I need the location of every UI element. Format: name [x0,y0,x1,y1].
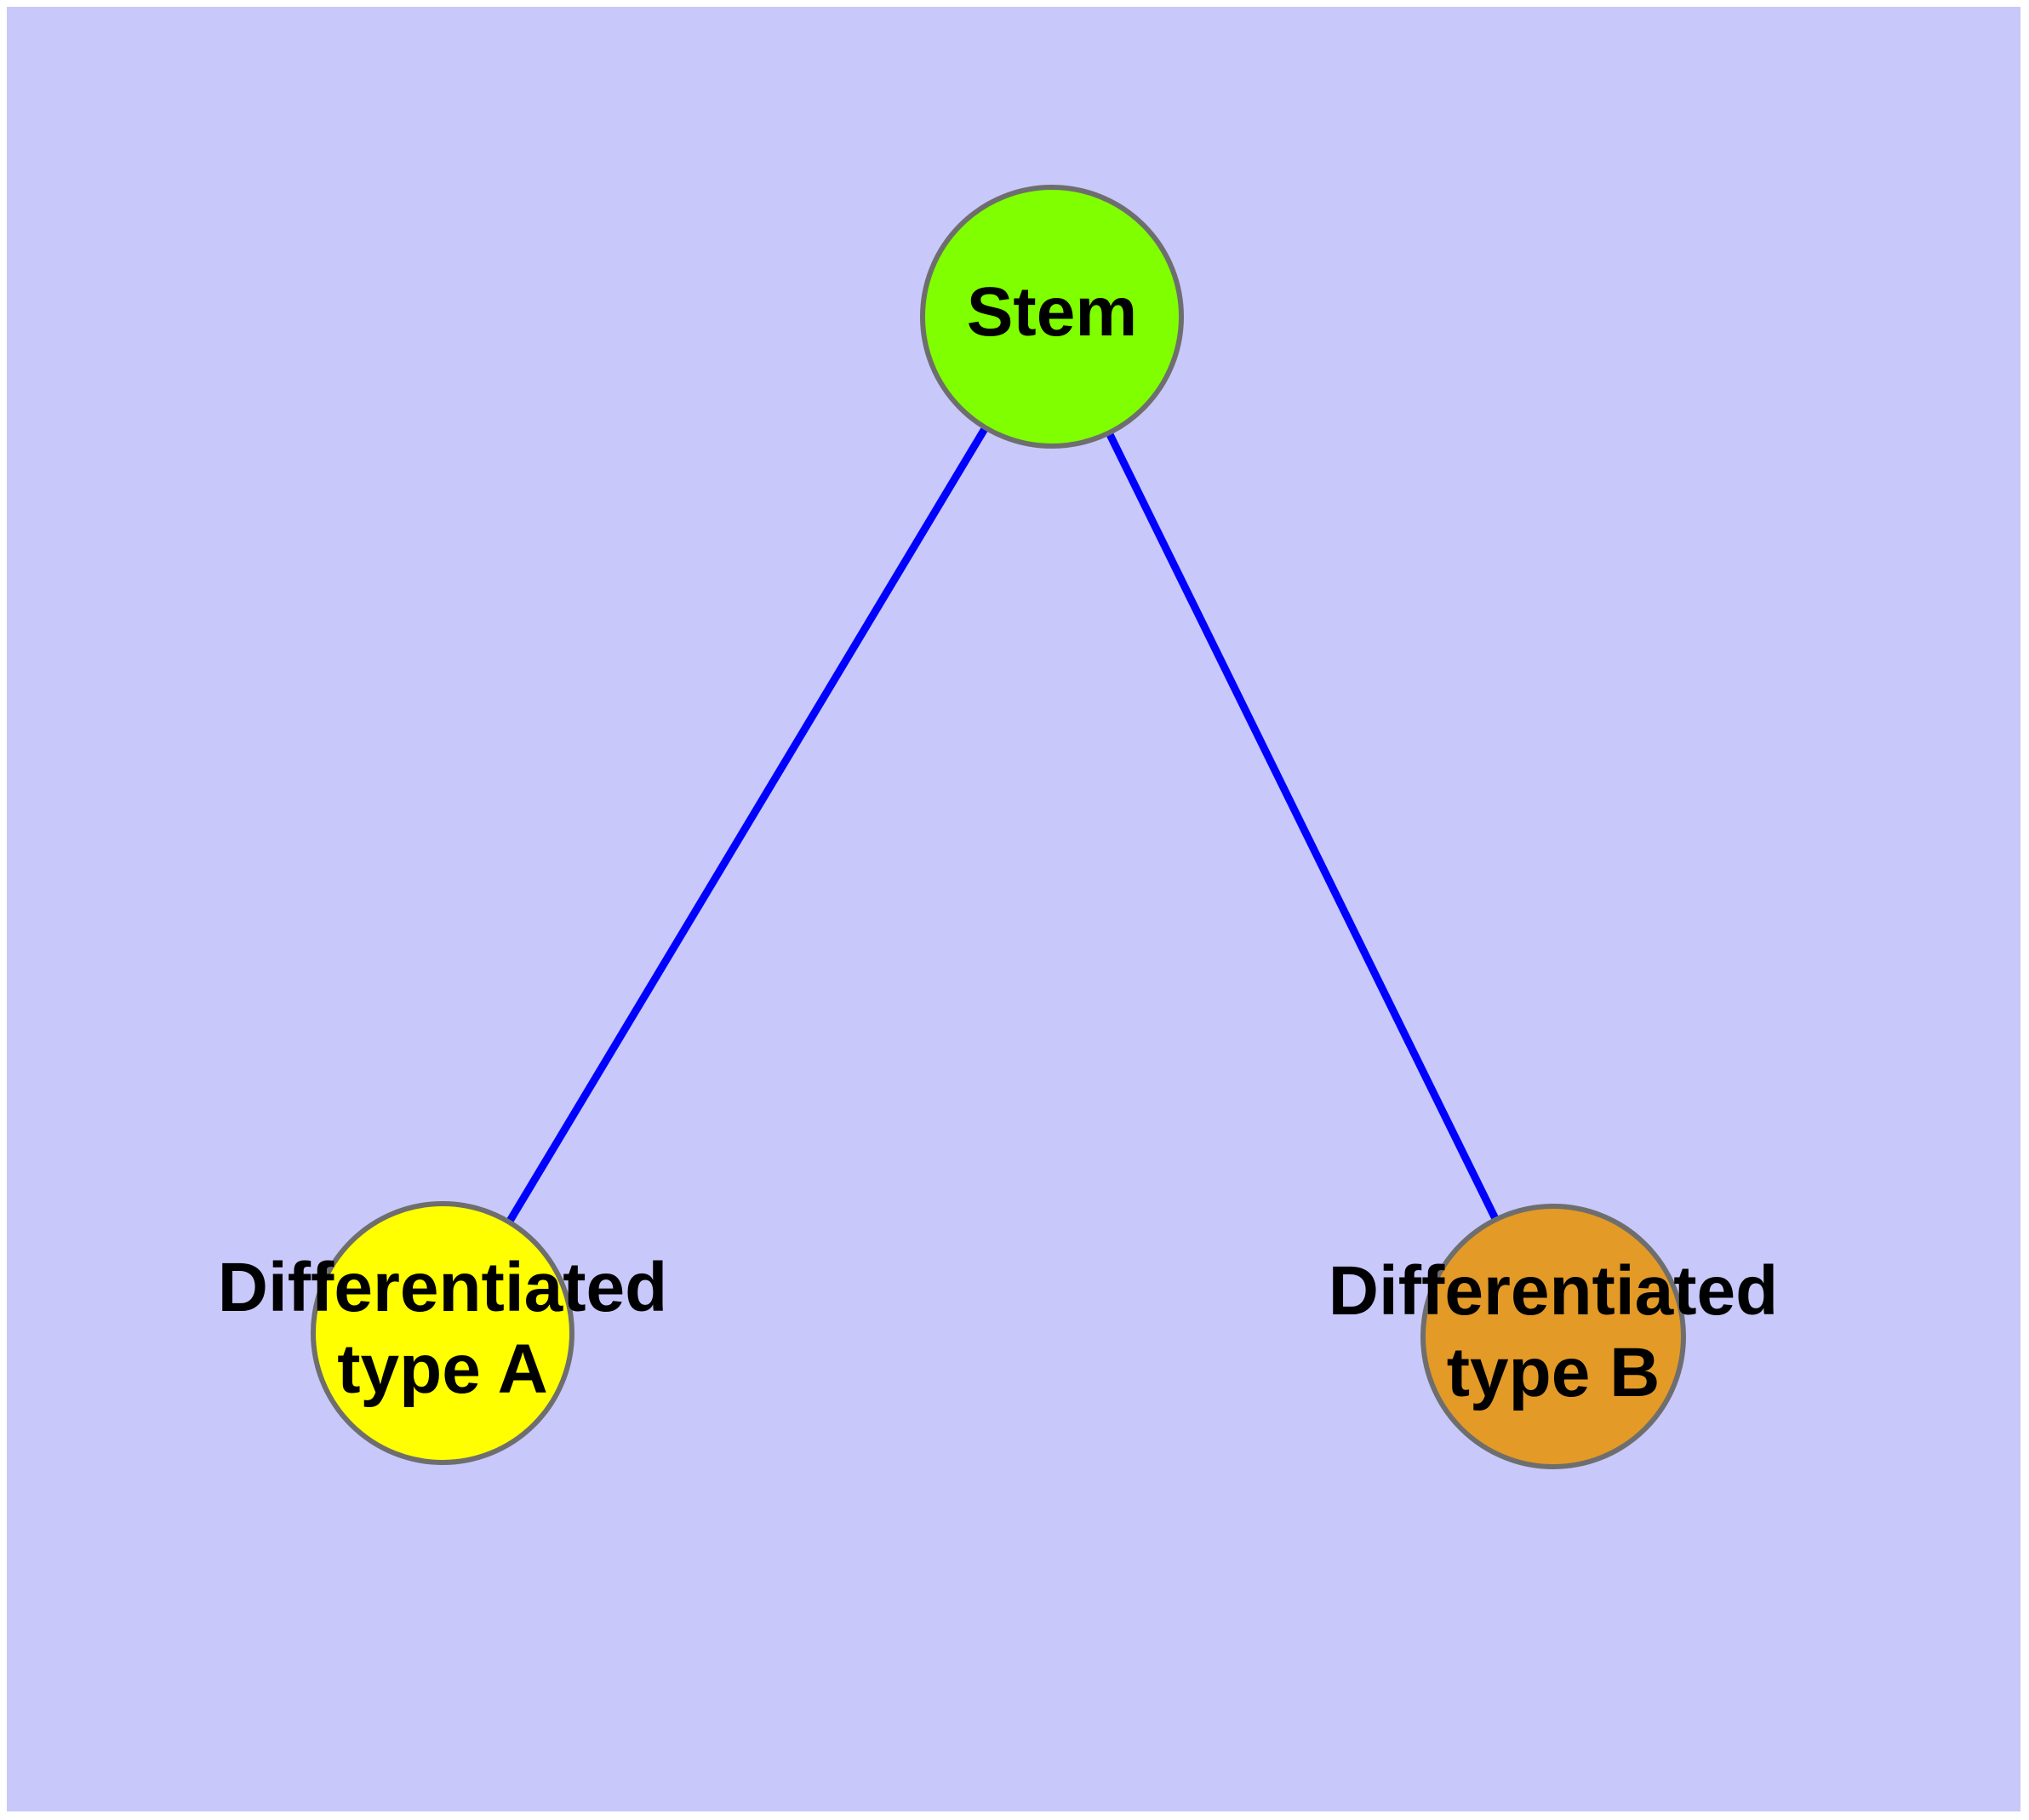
node-label-line: Differentiated [218,1249,668,1326]
graph-node-stem[interactable]: Stem [920,185,1184,449]
graph-edge[interactable] [439,314,1055,1336]
node-circle-diff_a[interactable] [311,1201,574,1465]
graph-edge[interactable] [1048,315,1557,1338]
node-label-line: type A [337,1331,548,1408]
node-label-line: Stem [967,273,1138,351]
node-circle-diff_b[interactable] [1420,1204,1686,1469]
node-circle-stem[interactable] [920,185,1184,449]
node-label-line: type B [1447,1334,1660,1411]
edge-layer [439,314,1557,1338]
node-label-line: Differentiated [1329,1252,1779,1330]
node-label-stem: Stem [967,273,1138,351]
